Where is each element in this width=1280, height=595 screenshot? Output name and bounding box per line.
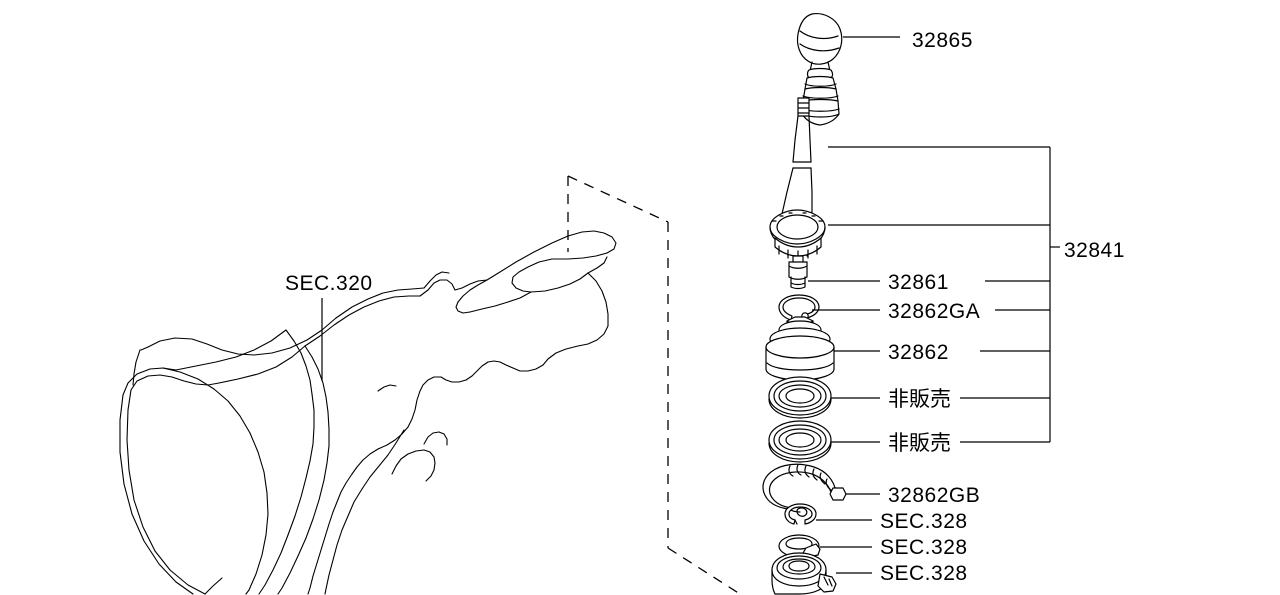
part-32862-bushing xyxy=(765,316,835,381)
label-32862: 32862 xyxy=(888,341,949,364)
label-sec328-a: SEC.328 xyxy=(880,510,968,533)
part-32862ga-snap-ring xyxy=(778,294,820,321)
label-sec328-b: SEC.328 xyxy=(880,536,968,559)
label-layer: 32865 32841 32861 32862GA 32862 非販売 非販売 … xyxy=(285,29,1125,585)
label-32841: 32841 xyxy=(1064,239,1125,262)
assembly-bracket-32841 xyxy=(828,146,1060,443)
label-32862ga: 32862GA xyxy=(888,300,980,323)
label-32865: 32865 xyxy=(912,29,973,52)
part-seal-washer-lower xyxy=(768,420,832,463)
control-lever-rod xyxy=(778,97,815,223)
part-32862gb-spring-clip xyxy=(762,463,847,513)
label-32861: 32861 xyxy=(888,271,949,294)
shift-knob-part xyxy=(796,13,843,126)
part-sec328-boot-spring-ring xyxy=(771,552,837,595)
label-sec328-c: SEC.328 xyxy=(880,562,968,585)
cut-plane-dashed-boundary xyxy=(567,175,741,595)
transmission-case-drawing xyxy=(119,230,617,595)
label-32862gb: 32862GB xyxy=(888,484,980,507)
label-not-for-sale-lower: 非販売 xyxy=(888,431,951,455)
part-seal-washer-upper xyxy=(768,376,832,419)
part-leader-lines xyxy=(808,36,900,574)
part-32861-pin xyxy=(788,261,808,290)
label-sec320: SEC.320 xyxy=(285,272,373,295)
part-sec328-snap-ring xyxy=(784,503,817,525)
label-not-for-sale-upper: 非販売 xyxy=(888,387,951,411)
